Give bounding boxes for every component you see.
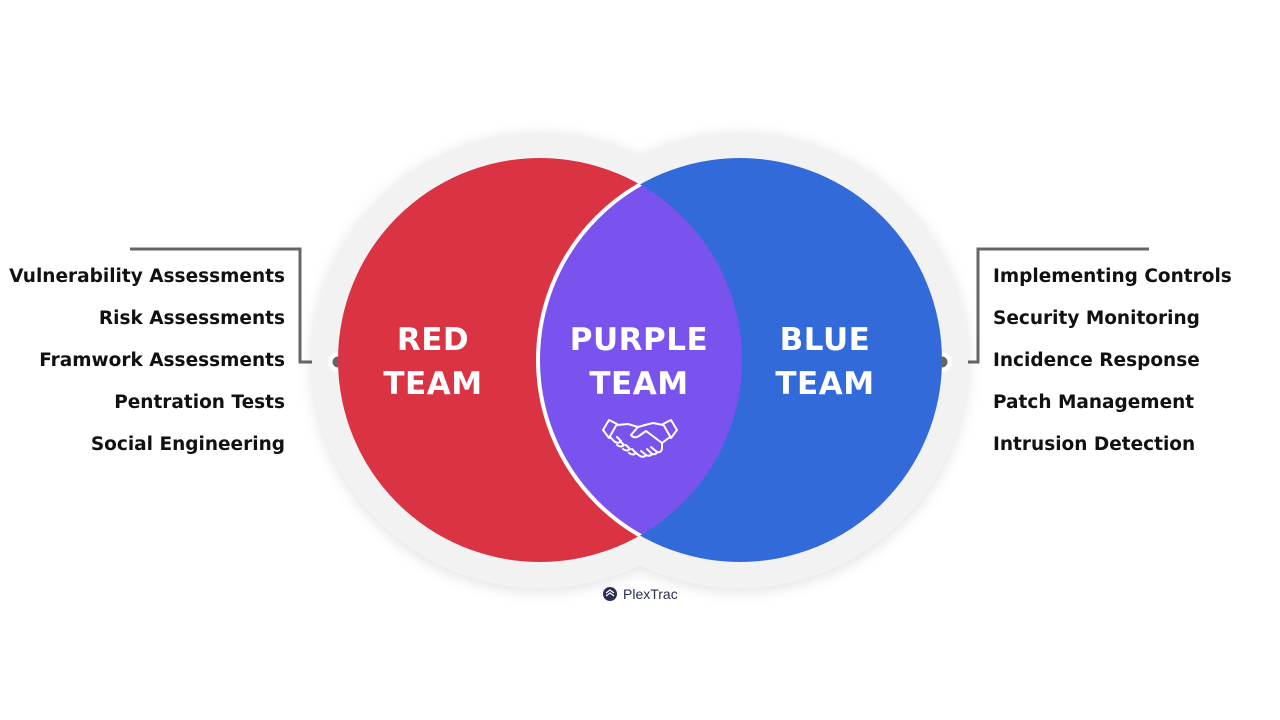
red-team-title-line2: TEAM [383,366,483,402]
red-team-activities: Vulnerability Assessments Risk Assessmen… [9,262,285,472]
brand-logo: PlexTrac [601,584,678,604]
brand-name: PlexTrac [623,586,678,602]
blue-team-item: Security Monitoring [993,308,1200,329]
blue-team-item: Implementing Controls [993,266,1232,287]
red-team-item: Social Engineering [90,434,285,455]
blue-team-item: Intrusion Detection [993,434,1196,455]
blue-team-activities: Implementing Controls Security Monitorin… [993,262,1232,472]
purple-team-title-line1: PURPLE [569,322,709,358]
blue-team-title-line2: TEAM [775,366,875,402]
purple-team-title-line2: TEAM [589,366,689,402]
handshake-icon [602,419,678,458]
plextrac-logo-icon [603,587,617,601]
red-team-title: RED TEAM [353,318,513,406]
blue-team-item: Patch Management [993,392,1195,413]
red-team-title-line1: RED [396,322,470,358]
blue-team-item: Incidence Response [993,350,1200,371]
blue-team-title: BLUE TEAM [745,318,905,406]
red-team-item: Vulnerability Assessments [9,266,285,287]
red-team-item: Risk Assessments [98,308,285,329]
red-team-item: Pentration Tests [114,392,285,413]
purple-team-title: PURPLE TEAM [550,318,728,406]
blue-team-title-line1: BLUE [779,322,871,358]
red-team-item: Framwork Assessments [39,350,285,371]
